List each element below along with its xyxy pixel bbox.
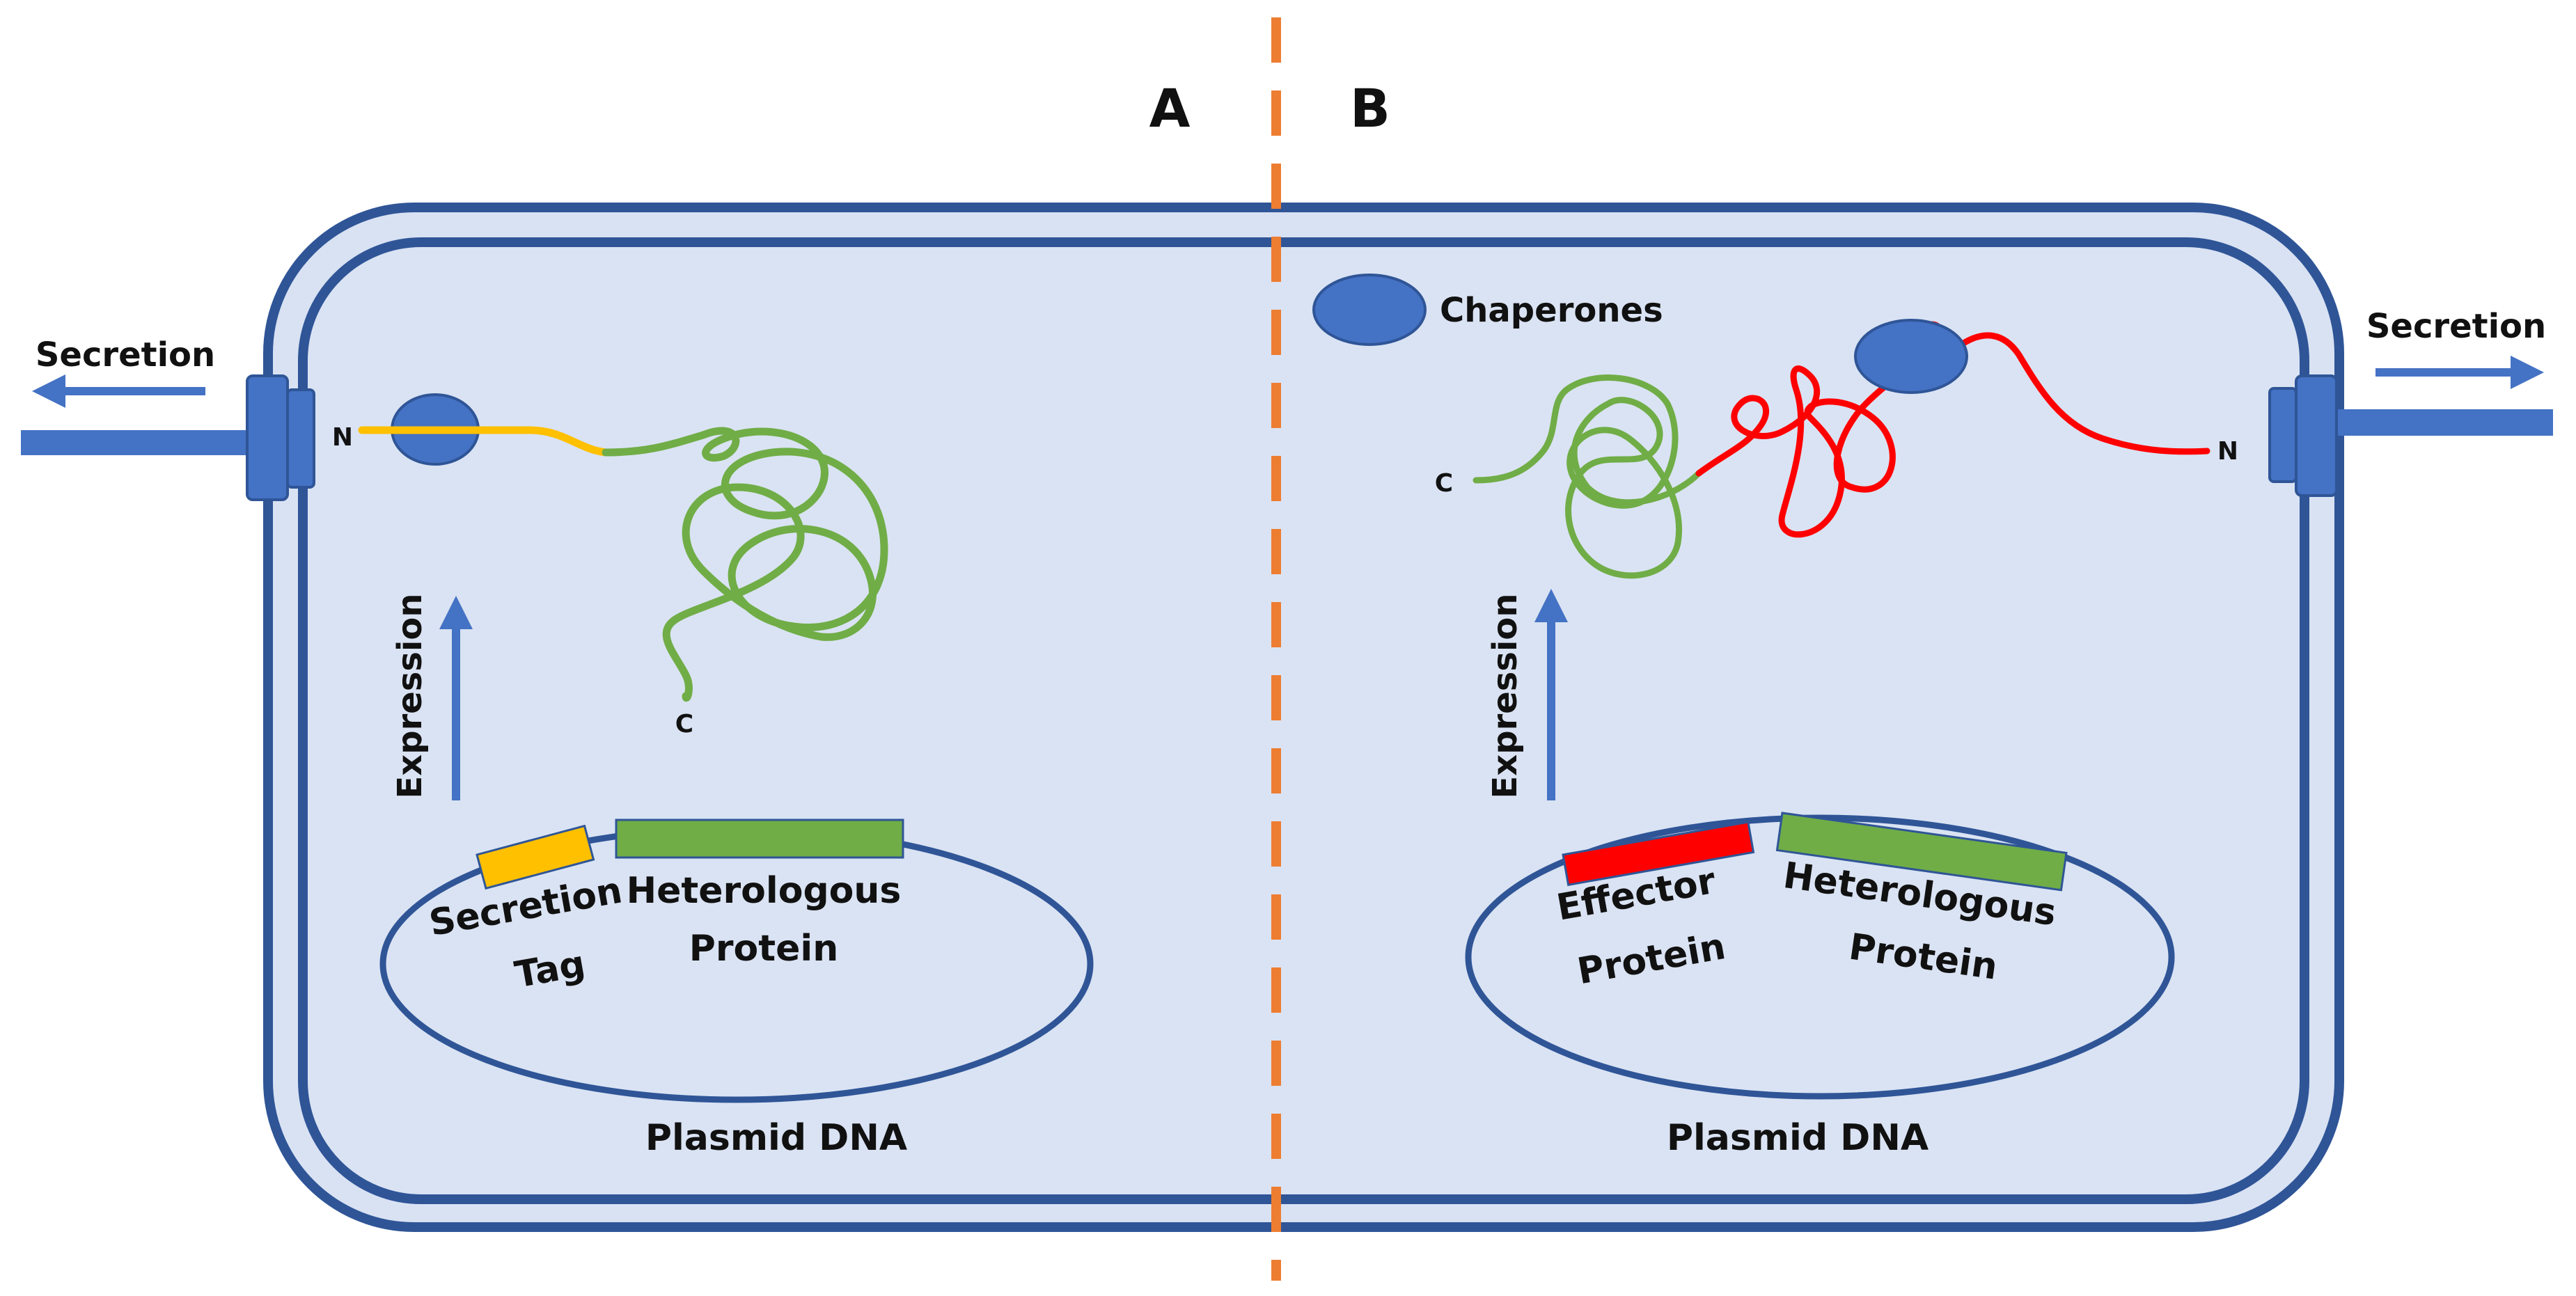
left-secretion-channel — [21, 374, 315, 501]
chaperones-label: Chaperones — [1440, 291, 1663, 330]
left-c-terminus: C — [675, 710, 693, 738]
left-heterologous-gene — [615, 819, 904, 859]
left-expression-label: Expression — [391, 593, 430, 798]
left-n-terminus: N — [332, 423, 353, 452]
right-effector-chain — [1695, 321, 2210, 538]
right-plasmid-label: Plasmid DNA — [1667, 1117, 1929, 1159]
right-chaperone — [1854, 319, 1968, 394]
right-heterologous-chain — [1472, 374, 1702, 579]
panel-a-label: A — [1149, 77, 1191, 139]
inner-membrane — [298, 237, 2309, 1204]
secretion-tag-gene — [476, 824, 595, 890]
right-secretion-channel — [2268, 374, 2553, 497]
legend-chaperone — [1312, 274, 1427, 346]
right-heterologous-gene — [1775, 812, 2068, 892]
right-secretion-label: Secretion — [2366, 307, 2546, 346]
right-c-terminus: C — [1435, 469, 1453, 498]
effector-protein-gene — [1562, 821, 1755, 887]
left-heterologous-label-line2: Protein — [689, 928, 838, 970]
right-n-terminus: N — [2217, 437, 2238, 466]
panel-b-label: B — [1350, 77, 1390, 139]
left-secretion-label: Secretion — [36, 335, 215, 374]
right-expression-label: Expression — [1486, 593, 1525, 798]
left-secretion-tag-chain — [358, 426, 610, 457]
left-plasmid-label: Plasmid DNA — [645, 1117, 907, 1159]
left-heterologous-chain — [602, 427, 888, 702]
left-heterologous-label-line1: Heterologous — [627, 870, 902, 912]
